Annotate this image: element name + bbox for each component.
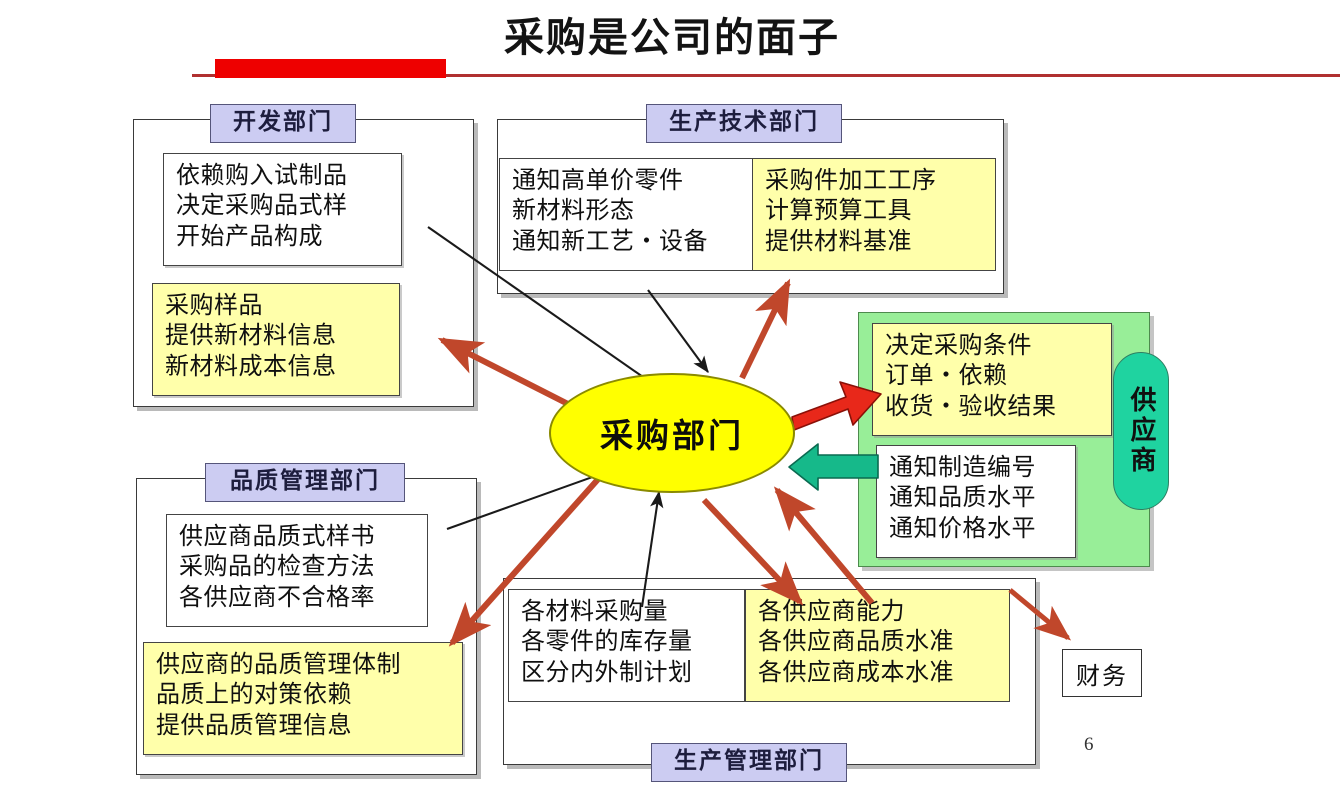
department-development-label: 开发部门 (210, 104, 356, 144)
supplier-pill[interactable]: 供应商 (1113, 352, 1169, 510)
production-tech-card-2[interactable]: 采购件加工工序 计算预算工具 提供材料基准 (752, 158, 996, 271)
supplier-card-1[interactable]: 决定采购条件 订单・依赖 收货・验收结果 (872, 323, 1112, 436)
title-accent-bar (215, 59, 446, 78)
department-production-mgmt-label: 生产管理部门 (651, 743, 847, 783)
supplier-pill-label: 供应商 (1126, 386, 1157, 476)
quality-card-1[interactable]: 供应商品质式样书 采购品的检查方法 各供应商不合格率 (166, 514, 428, 627)
finance-label: 财务 (1076, 661, 1128, 690)
supplier-card-2[interactable]: 通知制造编号 通知品质水平 通知价格水平 (876, 445, 1076, 558)
center-node-purchasing[interactable]: 采购部门 (549, 373, 795, 493)
arrow-prodtech-to-center (647, 289, 709, 374)
development-card-1[interactable]: 依赖购入试制品 决定采购品式样 开始产品构成 (163, 153, 402, 266)
quality-card-2[interactable]: 供应商的品质管理体制 品质上的对策依赖 提供品质管理信息 (143, 642, 463, 755)
production-mgmt-card-2[interactable]: 各供应商能力 各供应商品质水准 各供应商成本水准 (745, 589, 1010, 702)
department-quality-label: 品质管理部门 (205, 463, 405, 503)
production-mgmt-card-1[interactable]: 各材料采购量 各零件的库存量 区分内外制计划 (508, 589, 745, 702)
title-rule (192, 74, 1340, 77)
finance-box[interactable]: 财务 (1062, 649, 1142, 697)
center-node-label: 采购部门 (600, 416, 744, 455)
arrow-center-to-prodtech-yellow (739, 278, 791, 380)
production-tech-card-1[interactable]: 通知高单价零件 新材料形态 通知新工艺・设备 (499, 158, 753, 271)
page-title: 采购是公司的面子 (504, 15, 840, 61)
page-number: 6 (1084, 734, 1094, 755)
department-production-tech-label: 生产技术部门 (646, 104, 842, 144)
development-card-2[interactable]: 采购样品 提供新材料信息 新材料成本信息 (152, 283, 400, 396)
